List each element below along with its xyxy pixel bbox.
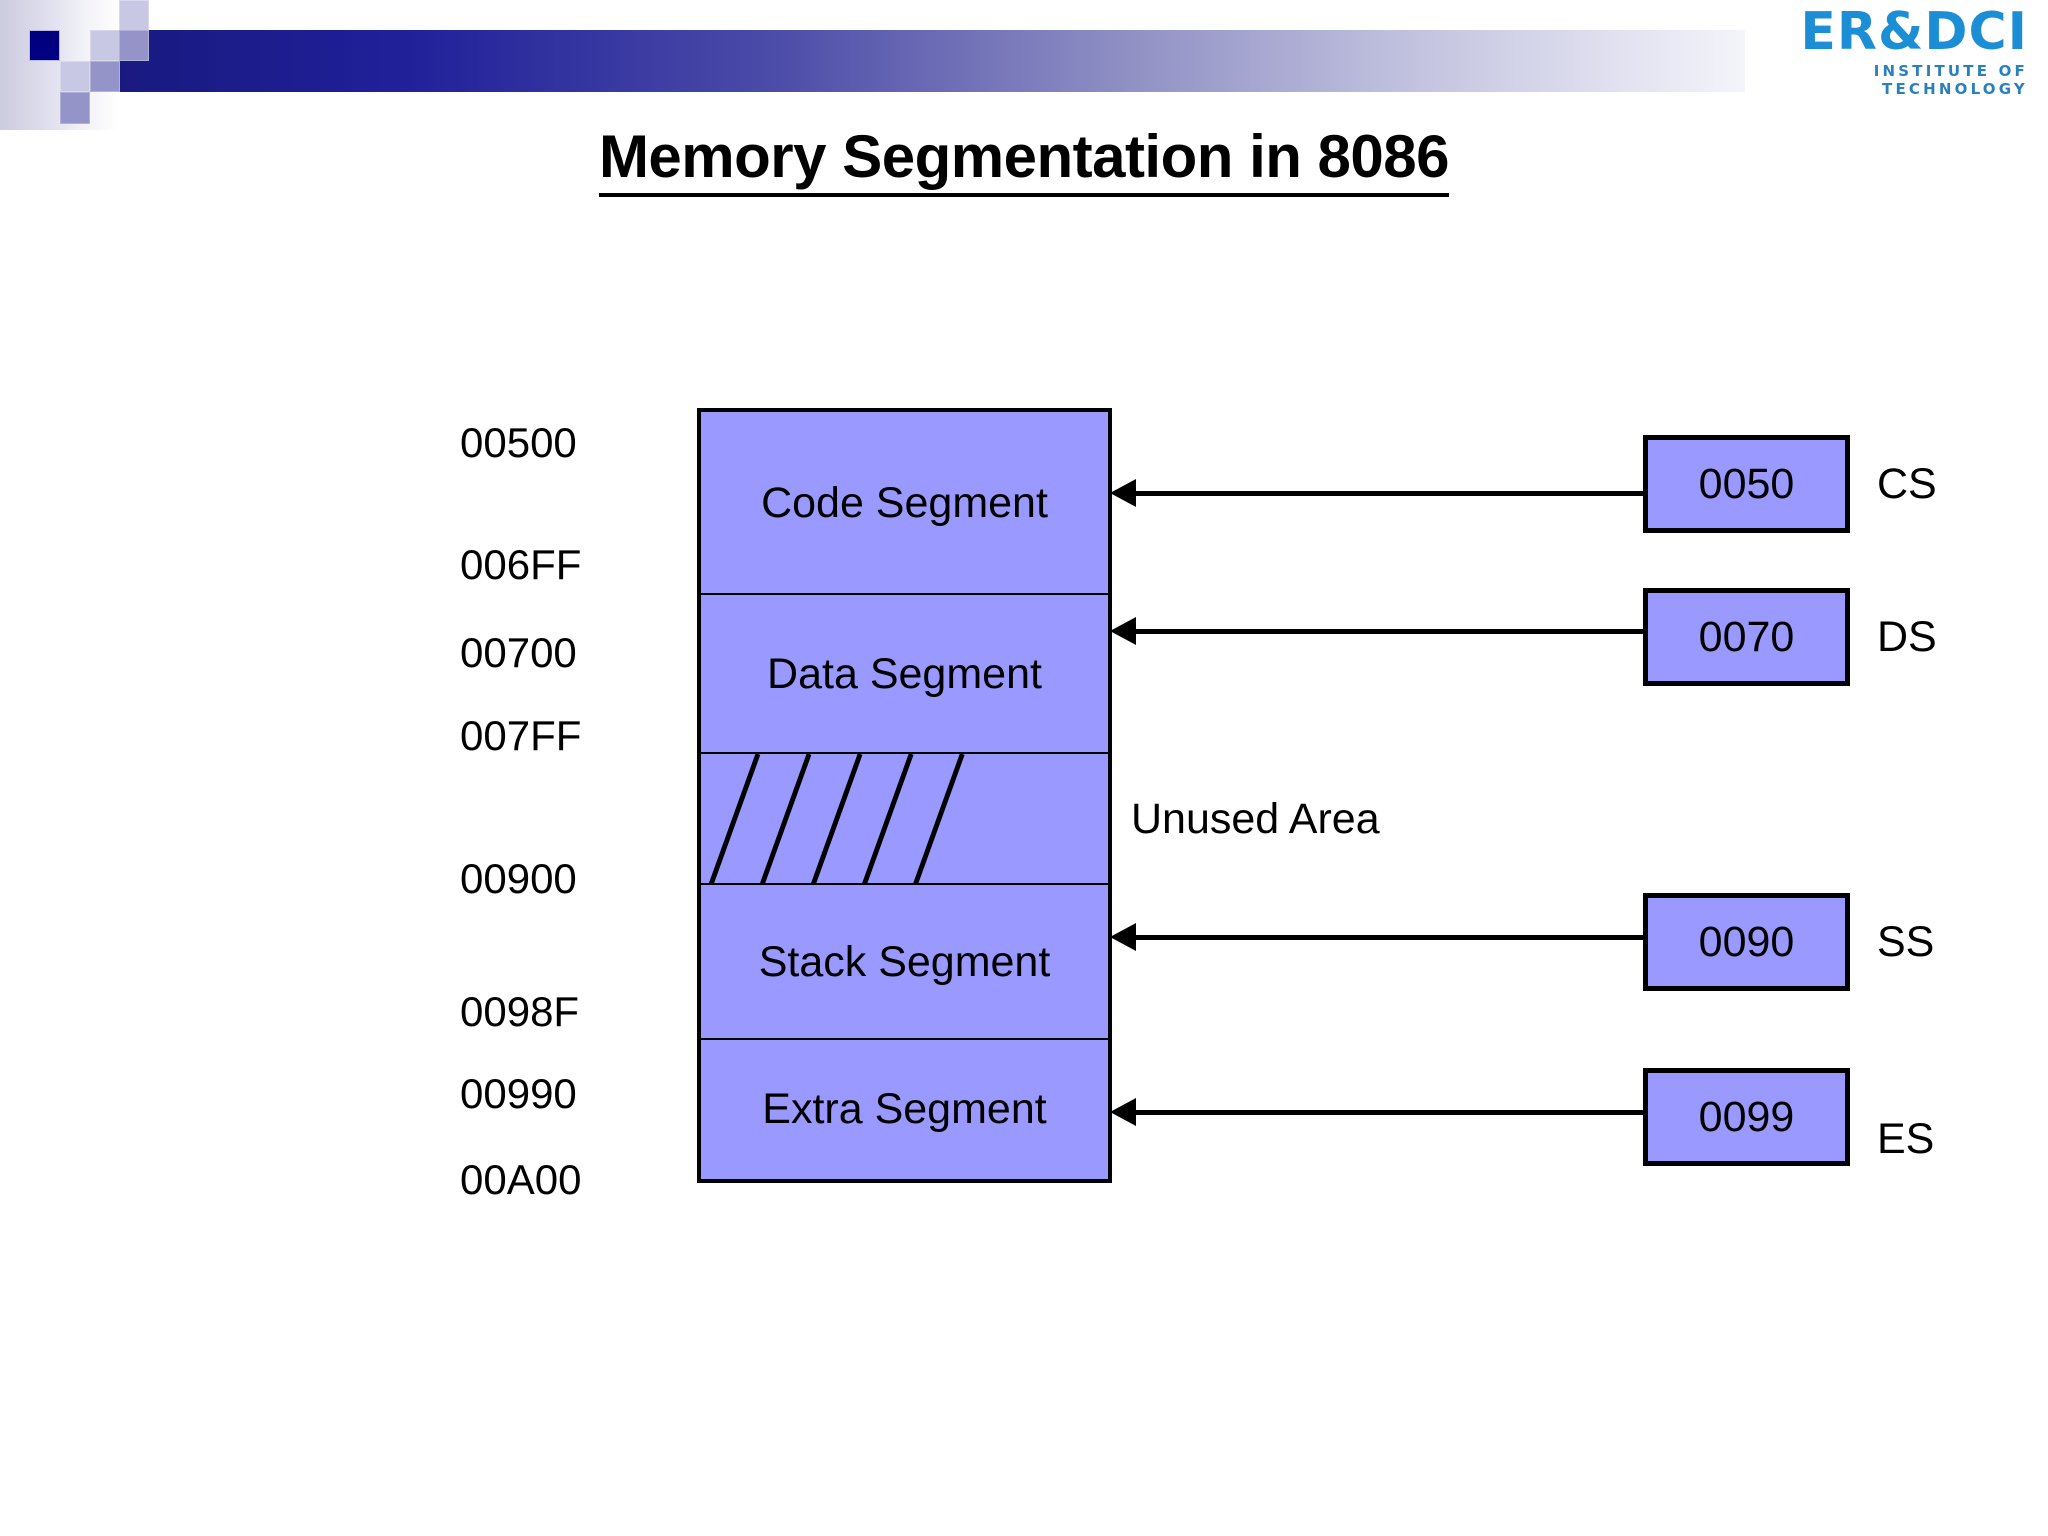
connector-line-ss [1130,935,1650,940]
page-title-text: Memory Segmentation in 8086 [598,123,1450,197]
deco-square-5 [90,61,120,92]
register-box-es: 0099 [1643,1068,1850,1166]
data-segment-label: Data Segment [767,650,1042,698]
header-decoration [0,0,2048,130]
hatch-svg [708,754,965,885]
register-value-ds: 0070 [1698,612,1795,661]
connector-arrowhead-ds [1110,617,1136,645]
unused-area-caption: Unused Area [1131,795,1380,843]
address-label-00700: 00700 [460,629,577,676]
stack-segment-block: Stack Segment [701,885,1108,1040]
register-value-ss: 0090 [1698,917,1795,966]
connector-line-es [1130,1110,1650,1115]
connector-line-ds [1130,629,1650,634]
address-label-0098F: 0098F [460,988,580,1035]
hatch-pattern [701,754,986,885]
connector-arrowhead-es [1110,1098,1136,1126]
connector-arrowhead-ss [1110,923,1136,951]
address-label-00900: 00900 [460,855,577,902]
deco-square-6 [60,92,90,124]
extra-segment-label: Extra Segment [762,1085,1047,1133]
code-segment-label: Code Segment [761,479,1048,527]
register-name-ds: DS [1877,613,1937,661]
stack-segment-label: Stack Segment [758,938,1051,986]
unused-area-block [701,754,1108,885]
data-segment-block: Data Segment [701,595,1108,754]
institute-logo: ER&DCI INSTITUTE OF TECHNOLOGY [1728,6,2028,98]
register-box-ss: 0090 [1643,893,1850,991]
address-label-006FF: 006FF [460,541,582,588]
address-label-007FF: 007FF [460,712,582,759]
address-label-00500: 00500 [460,419,577,466]
deco-square-navy [29,30,60,61]
register-name-ss: SS [1877,918,1935,966]
header-gradient-bar [110,30,1745,92]
code-segment-block: Code Segment [701,412,1108,595]
address-label-00A00: 00A00 [460,1156,582,1203]
register-name-cs: CS [1877,460,1937,508]
extra-segment-block: Extra Segment [701,1040,1108,1179]
page-title: Memory Segmentation in 8086 [0,122,2048,197]
register-box-cs: 0050 [1643,435,1850,533]
register-value-cs: 0050 [1698,459,1795,508]
register-box-ds: 0070 [1643,588,1850,686]
register-name-es: ES [1877,1115,1935,1163]
memory-column: Code Segment Data Segment Stack Segment [697,408,1112,1183]
connector-arrowhead-cs [1110,479,1136,507]
logo-wordmark: ER&DCI [1800,2,2028,62]
connector-line-cs [1130,491,1650,496]
deco-square-4 [60,61,90,92]
deco-square-3 [119,30,149,61]
register-value-es: 0099 [1698,1092,1795,1141]
logo-tagline: INSTITUTE OF TECHNOLOGY [1873,62,2028,98]
address-label-00990: 00990 [460,1070,577,1117]
